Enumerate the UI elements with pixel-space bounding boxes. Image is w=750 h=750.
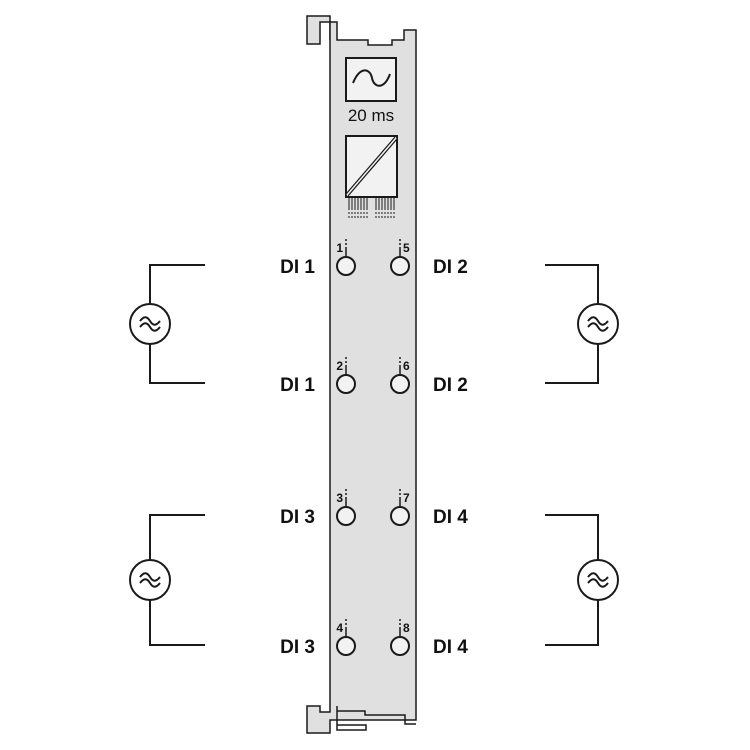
terminal-label: DI 4 — [433, 507, 468, 528]
filter-icon — [345, 57, 397, 102]
terminal-label: DI 2 — [433, 375, 468, 396]
terminal-number: 4 — [336, 621, 343, 635]
terminal-number: 2 — [336, 359, 343, 373]
terminal-3[interactable]: 3 DI 3 — [280, 489, 356, 528]
terminal-clamp-icon[interactable] — [336, 506, 356, 526]
ac-wave — [139, 316, 161, 326]
module-body — [306, 15, 417, 734]
signal-source — [545, 514, 619, 646]
terminal-number: 5 — [403, 241, 410, 255]
terminal-clamp-icon[interactable] — [390, 256, 410, 276]
terminal-clamp-icon[interactable] — [336, 636, 356, 656]
terminal-label: DI 2 — [433, 257, 468, 278]
signal-source — [129, 514, 205, 646]
signal-source — [129, 264, 205, 384]
terminal-7[interactable]: 7 DI 4 — [390, 489, 468, 528]
wire — [545, 264, 599, 384]
ac-wave — [139, 578, 161, 588]
ac-wave — [139, 322, 161, 332]
terminal-8[interactable]: 8 DI 4 — [390, 619, 468, 658]
ac-wave — [587, 316, 609, 326]
ac-wave — [587, 578, 609, 588]
terminal-label: DI 3 — [280, 637, 315, 658]
ac-source-icon — [129, 303, 171, 345]
terminal-label: DI 1 — [280, 375, 315, 396]
terminal-label: DI 4 — [433, 637, 468, 658]
ac-source-icon — [129, 559, 171, 601]
signal-source — [545, 264, 619, 384]
ac-source-icon — [577, 559, 619, 601]
wire — [149, 514, 205, 646]
terminal-clamp-icon[interactable] — [390, 506, 410, 526]
terminal-4[interactable]: 4 DI 3 — [280, 619, 356, 658]
optocoupler-icon — [345, 135, 398, 218]
terminal-label: DI 1 — [280, 257, 315, 278]
terminal-6[interactable]: 6 DI 2 — [390, 357, 468, 396]
wire — [149, 264, 205, 384]
wire — [545, 514, 599, 646]
terminal-number: 1 — [336, 241, 343, 255]
terminal-clamp-icon[interactable] — [390, 636, 410, 656]
terminal-clamp-icon[interactable] — [336, 256, 356, 276]
terminal-clamp-icon[interactable] — [390, 374, 410, 394]
terminal-label: DI 3 — [280, 507, 315, 528]
terminal-1[interactable]: 1 DI 1 — [280, 239, 356, 278]
terminal-5[interactable]: 5 DI 2 — [390, 239, 468, 278]
ac-wave — [587, 322, 609, 332]
ac-source-icon — [577, 303, 619, 345]
ac-wave — [139, 572, 161, 582]
terminal-2[interactable]: 2 DI 1 — [280, 357, 356, 396]
filter-time-label: 20 ms — [348, 106, 394, 125]
terminal-number: 8 — [403, 621, 410, 635]
terminal-number: 3 — [336, 491, 343, 505]
terminal-number: 7 — [403, 491, 410, 505]
terminal-number: 6 — [403, 359, 410, 373]
terminal-clamp-icon[interactable] — [336, 374, 356, 394]
ac-wave — [587, 572, 609, 582]
